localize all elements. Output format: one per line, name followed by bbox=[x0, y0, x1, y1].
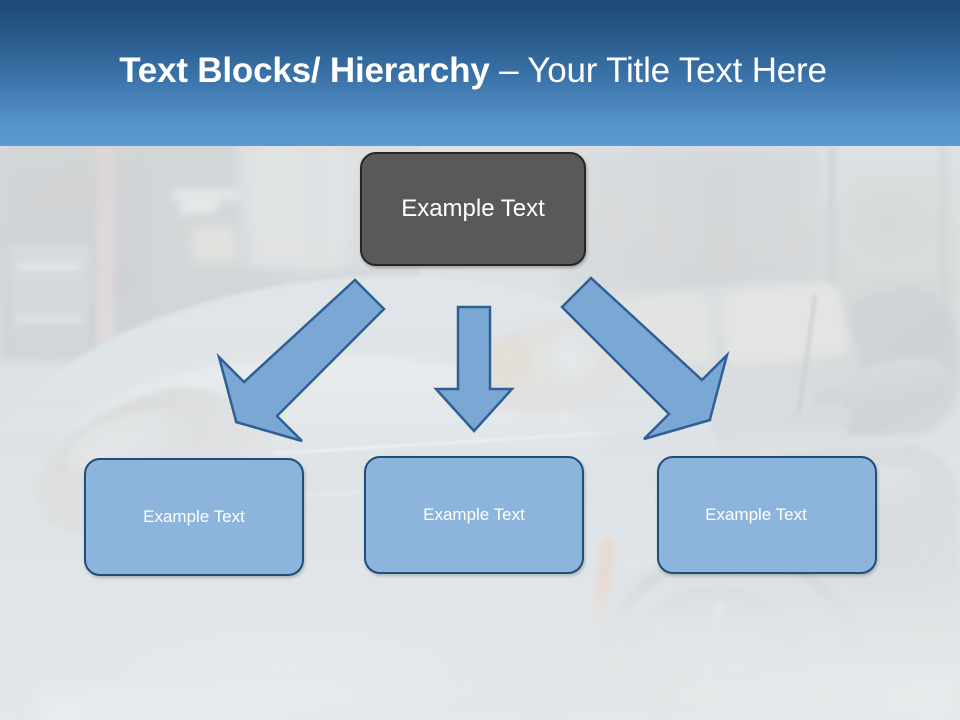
node-child-2-label: Example Text bbox=[423, 505, 525, 524]
node-child-3[interactable]: Example Text bbox=[657, 456, 877, 574]
title-bar: Text Blocks/ Hierarchy – Your Title Text… bbox=[0, 0, 960, 146]
node-child-1[interactable]: Example Text bbox=[84, 458, 304, 576]
node-top-label: Example Text bbox=[401, 195, 545, 222]
page-title: Text Blocks/ Hierarchy – Your Title Text… bbox=[0, 49, 960, 93]
node-child-3-label: Example Text bbox=[705, 505, 807, 524]
page-title-bold: Text Blocks/ Hierarchy bbox=[119, 51, 500, 90]
node-child-1-label: Example Text bbox=[143, 507, 245, 526]
node-top[interactable]: Example Text bbox=[360, 152, 586, 266]
page-title-light: – Your Title Text Here bbox=[499, 51, 827, 90]
node-child-2[interactable]: Example Text bbox=[364, 456, 584, 574]
